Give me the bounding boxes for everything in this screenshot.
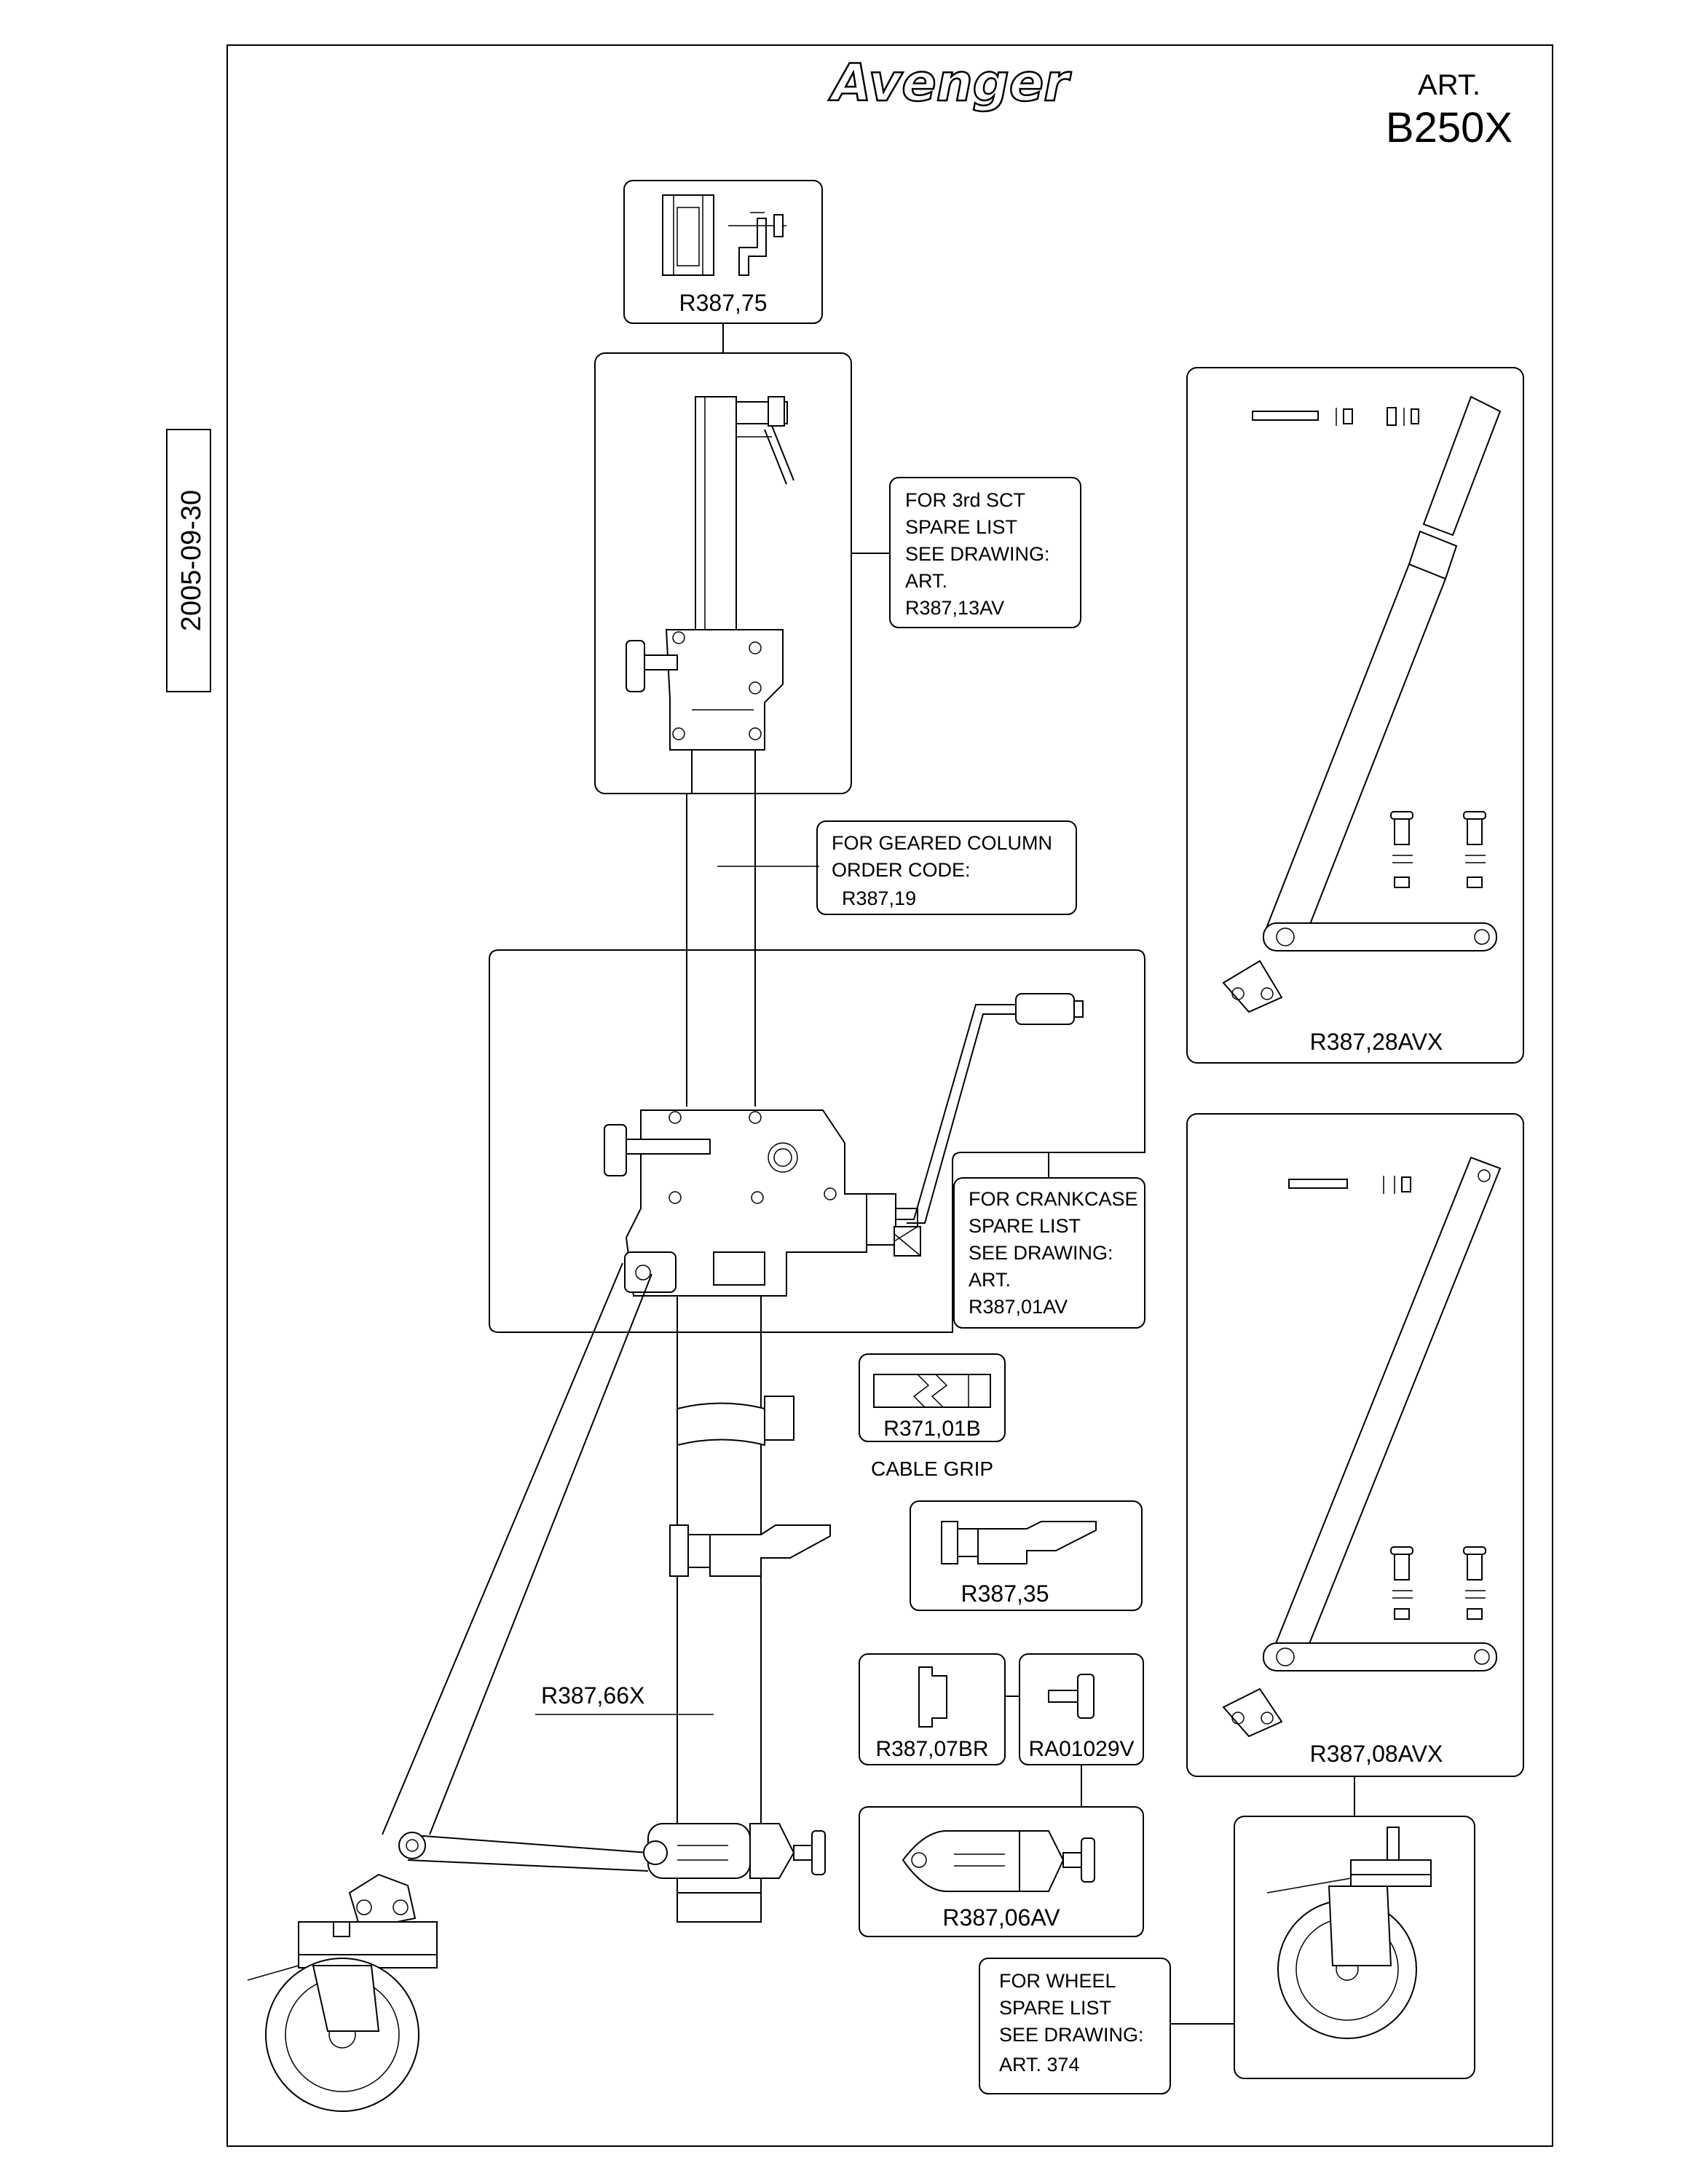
- top-adapter-code: R387,75: [679, 290, 768, 316]
- third-section-group: [594, 352, 852, 794]
- foot-step-code: R387,35: [961, 1580, 1049, 1607]
- crank-note-line-3: SEE DRAWING:: [969, 1242, 1113, 1264]
- art-label: ART.: [1418, 69, 1480, 101]
- brand-logo: Avenger: [828, 53, 1072, 113]
- top-adapter-group: R387,75: [623, 180, 823, 324]
- crank-note-line-5: R387,01AV: [969, 1296, 1068, 1318]
- art-code: B250X: [1386, 104, 1513, 151]
- wheel-note-line-2: SPARE LIST: [999, 1997, 1111, 2019]
- leg-clamp-code: R387,06AV: [942, 1904, 1060, 1931]
- crank-note-line-1: FOR CRANKCASE: [969, 1188, 1138, 1210]
- cable-grip-code: R371,01B: [883, 1417, 980, 1441]
- crank-note-line-2: SPARE LIST: [969, 1215, 1081, 1237]
- geared-note-line-1: FOR GEARED COLUMN: [832, 832, 1052, 854]
- geared-note-line-3: R387,19: [842, 887, 916, 909]
- cable-grip-label: CABLE GRIP: [871, 1457, 993, 1480]
- wheel-note-line-3: SEE DRAWING:: [999, 2024, 1144, 2046]
- clip-code: R387,07BR: [875, 1737, 988, 1761]
- geared-note-line-2: ORDER CODE:: [832, 859, 971, 881]
- third-note-line-4: ART.: [905, 570, 947, 592]
- knob-group: RA01029V: [1019, 1653, 1144, 1765]
- date-tag: [166, 429, 211, 692]
- cable-grip-group: R371,01B CABLE GRIP: [677, 1353, 1006, 1480]
- drawing-frame: [226, 44, 1553, 2147]
- crankcase-group: [489, 949, 1145, 1333]
- geared-column-note: FOR GEARED COLUMN ORDER CODE: R387,19: [816, 820, 1077, 915]
- leg-code: R387,66X: [541, 1682, 644, 1709]
- foot-step-group: R387,35: [669, 1500, 1143, 1611]
- leg-group: R387,66X: [348, 1262, 826, 1931]
- left-caster: [247, 1921, 438, 2112]
- crank-note-line-4: ART.: [969, 1269, 1011, 1291]
- lower-brace-group: R387,08AVX: [1186, 1113, 1524, 1777]
- third-note-line-2: SPARE LIST: [905, 516, 1017, 538]
- lower-brace-code: R387,08AVX: [1310, 1741, 1443, 1767]
- main-column: [677, 794, 819, 1923]
- third-note-line-3: SEE DRAWING:: [905, 543, 1050, 565]
- wheel-note: FOR WHEEL SPARE LIST SEE DRAWING: ART. 3…: [979, 1958, 1171, 2094]
- wheel-note-line-4: ART. 374: [999, 2054, 1080, 2076]
- third-section-note: FOR 3rd SCT SPARE LIST SEE DRAWING: ART.…: [889, 477, 1081, 628]
- date-text: 2005-09-30: [176, 490, 207, 631]
- knob-code: RA01029V: [1028, 1737, 1134, 1761]
- wheel-group: [1234, 1816, 1475, 2079]
- upper-brace-code: R387,28AVX: [1310, 1029, 1443, 1055]
- third-note-line-5: R387,13AV: [905, 597, 1004, 619]
- third-note-line-1: FOR 3rd SCT: [905, 489, 1025, 511]
- wheel-note-line-1: FOR WHEEL: [999, 1970, 1116, 1992]
- upper-brace-group: R387,28AVX: [1186, 367, 1524, 1064]
- clip-group: R387,07BR: [859, 1653, 1006, 1765]
- leg-clamp-group: R387,06AV: [859, 1806, 1144, 1937]
- crankcase-note: FOR CRANKCASE SPARE LIST SEE DRAWING: AR…: [953, 1177, 1145, 1329]
